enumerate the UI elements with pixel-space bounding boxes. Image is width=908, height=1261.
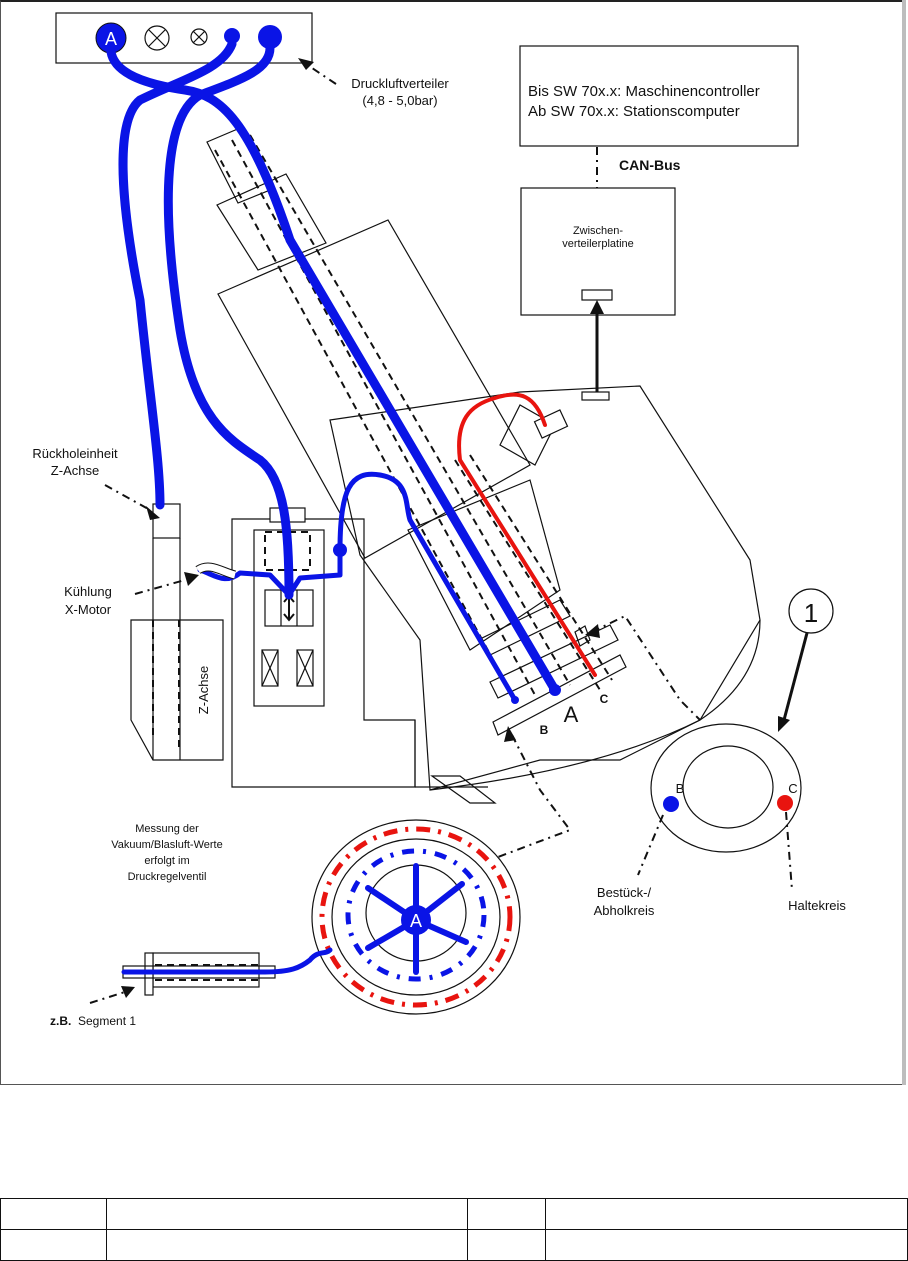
ring-port-b — [663, 796, 679, 812]
pickup-circuit-label-line2: Abholkreis — [594, 903, 655, 918]
table-cell — [467, 1229, 547, 1261]
holding-tube — [457, 392, 597, 677]
arrow-head-icon — [146, 506, 160, 520]
table-row — [0, 1229, 908, 1261]
arrow-head-icon — [504, 726, 516, 742]
callout-arrow — [782, 632, 809, 721]
manifold-port-a-label: A — [105, 29, 117, 49]
port-b-label: B — [540, 723, 549, 737]
compressed-air-manifold: A — [55, 12, 313, 64]
hub-a-label: A — [410, 911, 422, 931]
return-unit-label-line1: Rückholeinheit — [32, 446, 118, 461]
callout-number: 1 — [804, 598, 818, 628]
measurement-label-line3: erfolgt im — [144, 855, 189, 867]
bestueck-pointer — [637, 814, 664, 876]
holding-circuit-label: Haltekreis — [788, 898, 846, 913]
ring-b-label: B — [676, 781, 685, 796]
z-axis-label: Z-Achse — [196, 666, 211, 714]
can-bus-label: CAN-Bus — [619, 157, 681, 173]
controller-label-line1: Bis SW 70x.x: Maschinencontroller — [528, 83, 760, 100]
manifold-port-large — [258, 25, 282, 49]
table-cell — [545, 1229, 908, 1261]
cooling-label-line2: X-Motor — [65, 602, 112, 617]
intermediate-board-label-line2: verteilerplatine — [562, 238, 634, 250]
segment-nozzle-pointer — [89, 991, 126, 1004]
measurement-label-line2: Vakuum/Blasluft-Werte — [111, 839, 222, 851]
haltekreis-pointer — [785, 811, 793, 891]
table-cell — [105, 1229, 469, 1261]
pressure-range-label: (4,8 - 5,0bar) — [362, 93, 437, 108]
intermediate-board: Zwischen- verteilerplatine — [520, 187, 676, 316]
pneumatic-diagram: A Druckluftverteiler (4,8 - 5,0bar) Bis … — [32, 12, 846, 1028]
manifold-port-small — [224, 28, 240, 44]
port-c-label: C — [600, 692, 609, 706]
footer-table — [0, 1198, 908, 1261]
arrow-up-icon — [590, 300, 604, 314]
table-cell — [0, 1229, 107, 1261]
cooling-label-line1: Kühlung — [64, 584, 112, 599]
ring-c-label: C — [788, 781, 797, 796]
board-connector — [581, 289, 613, 301]
bidirectional-arrow-icon — [283, 594, 295, 622]
arrow-head-icon — [298, 58, 314, 70]
arrow-head-icon — [585, 624, 600, 638]
ring-detail: B C — [650, 723, 802, 853]
internal-channels — [214, 134, 613, 701]
controller-box: Bis SW 70x.x: Maschinencontroller Ab SW … — [519, 45, 799, 147]
table-cell — [0, 1198, 107, 1230]
controller-label-line2: Ab SW 70x.x: Stationscomputer — [528, 103, 740, 120]
manifold-label: Druckluftverteiler — [351, 76, 449, 91]
arrow-head-icon — [184, 572, 199, 586]
measurement-label-line1: Messung der — [135, 823, 199, 835]
table-cell — [467, 1198, 547, 1230]
valve-closed-icon — [144, 25, 170, 51]
manifold-pointer — [305, 63, 337, 85]
segment-nozzle — [121, 947, 333, 996]
hub-a — [401, 905, 431, 935]
segment-prefix-label: z.B. — [50, 1014, 71, 1028]
measurement-label-line4: Druckregelventil — [128, 871, 207, 883]
return-unit-pointer — [104, 484, 151, 511]
return-unit-label-line2: Z-Achse — [51, 463, 99, 478]
segment-wheel: A — [311, 819, 521, 1015]
port-a-label: A — [564, 702, 579, 727]
ring-port-c — [777, 795, 793, 811]
table-row — [0, 1198, 908, 1230]
head-connector — [581, 391, 610, 401]
table-cell — [105, 1198, 469, 1230]
callout-circle — [788, 588, 834, 634]
cooling-pointer — [134, 579, 186, 595]
pickup-circuit-label-line1: Bestück-/ — [597, 885, 652, 900]
arrow-head-icon — [778, 716, 790, 732]
table-cell — [545, 1198, 908, 1230]
arrow-head-icon — [121, 986, 135, 998]
x-motor-housing — [231, 507, 497, 804]
intermediate-board-label-line1: Zwischen- — [573, 225, 623, 237]
segment-label: Segment 1 — [78, 1014, 136, 1028]
vacuum-tubes — [106, 39, 561, 704]
z-axis-unit: Z-Achse — [130, 503, 224, 761]
segment-pointer — [489, 734, 572, 861]
valve-closed-small-icon — [190, 28, 208, 46]
scrollbar[interactable] — [902, 0, 906, 1085]
detail-pointer — [591, 614, 701, 721]
